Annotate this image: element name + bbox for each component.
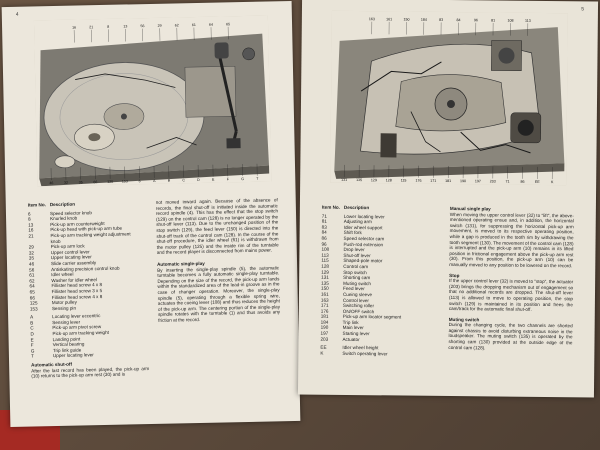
figure-callout-label: 163 <box>369 17 375 21</box>
list-item: K Switch operating lever <box>320 351 438 358</box>
figure-callout-label: 176 <box>415 179 421 183</box>
figure-callout-label: 83 <box>439 18 443 22</box>
item-description: Upper locating lever <box>52 352 94 359</box>
figure-callout-label: 184 <box>421 18 427 22</box>
figure-callout-label: 135 <box>356 178 362 182</box>
figure-callout-label: 29 <box>158 24 162 28</box>
figure-callout-label: 8 <box>107 25 109 29</box>
item-description: Switch operating lever <box>342 350 388 357</box>
figure-callout-label: C <box>182 178 185 182</box>
figure-callout-label: 64 <box>209 23 213 27</box>
left-page: 4 16 21 8 13 56 29 62 61 64 65 46 32 35 66 125 153 6 A B C D… <box>1 1 301 427</box>
figure-callout-label: 16 <box>72 26 76 30</box>
page-number: 5 <box>581 6 585 13</box>
figure-callout-label: 6 <box>139 179 141 183</box>
mechanism-drawing: 163 161 150 184 83 84 96 81 108 113 131 135 129 128 11… <box>330 10 568 186</box>
figure-callout-label: 108 <box>508 19 514 23</box>
figure-callout-label: 128 <box>386 178 392 182</box>
right-text-column: Manual single play When moving the upper… <box>448 206 574 352</box>
figure-callout-label: E <box>212 178 215 182</box>
turntable-drawing: 16 21 8 13 56 29 62 61 64 65 46 32 35 66 125 153 6 A B C D E F… <box>33 15 272 187</box>
section-text: During the changing cycle, the two chann… <box>448 322 573 351</box>
figure-callout-label: T <box>256 177 259 181</box>
figure-callout-label: EE <box>535 180 540 184</box>
figure-callout-label: 65 <box>226 22 230 26</box>
figure-callout-label: 62 <box>175 23 179 27</box>
item-description: Actuator <box>342 336 360 342</box>
figure-callout-label: 86 <box>520 180 524 184</box>
page-number: 4 <box>15 11 19 18</box>
figure-callout-label: 81 <box>491 18 495 22</box>
figure-callout-label: B <box>168 179 171 183</box>
figure-callout-label: 203 <box>490 179 496 183</box>
figure-callout-label: 66 <box>93 180 97 184</box>
figure-callout-label: 113 <box>525 19 531 23</box>
item-number: 203 <box>320 336 329 342</box>
item-number: T <box>30 353 34 359</box>
left-text-column: not moved inward again. Because of the a… <box>156 197 281 323</box>
turntable-mechanism-figure: 163 161 150 184 83 84 96 81 108 113 131 135 129 128 11… <box>330 10 568 186</box>
figure-callout-label: 21 <box>89 25 93 29</box>
section-text: By inserting the single-play spindle (5)… <box>157 264 281 323</box>
figure-callout-label: 131 <box>341 178 347 182</box>
figure-callout-label: 129 <box>371 178 377 182</box>
figure-callout-label: 197 <box>475 179 481 183</box>
figure-callout-label: 161 <box>386 17 392 21</box>
section-text: When moving the upper control lever (32)… <box>449 211 574 269</box>
figure-callout-label: 181 <box>445 179 451 183</box>
figure-callout-label: 96 <box>474 18 478 22</box>
item-number: K <box>320 350 324 356</box>
figure-callout-label: 153 <box>122 179 128 183</box>
figure-callout-label: 84 <box>457 18 461 22</box>
turntable-top-view-figure: 16 21 8 13 56 29 62 61 64 65 46 32 35 66 125 153 6 A B C D E F… <box>33 15 272 187</box>
section-text: After the last record has been played, t… <box>31 365 150 379</box>
figure-callout-label: 61 <box>192 23 196 27</box>
section-text: not moved inward again. Because of the a… <box>155 197 279 256</box>
figure-callout-label: G <box>241 177 244 181</box>
figure-callout-label: 35 <box>79 180 83 184</box>
item-number: 153 <box>29 306 38 312</box>
figure-callout-label: 171 <box>430 179 436 183</box>
figure-callout-label: 125 <box>107 180 113 184</box>
right-page: 5 163 161 150 184 83 84 96 81 108 113 131 135 129 128… <box>297 0 599 398</box>
figure-callout-label: 32 <box>64 181 68 185</box>
figure-callout-label: D <box>197 178 200 182</box>
figure-callout-label: 46 <box>49 181 53 185</box>
figure-callout-label: F <box>227 177 230 181</box>
figure-callout-label: 115 <box>401 179 407 183</box>
figure-callout-label: 56 <box>140 24 144 28</box>
figure-callout-label: 190 <box>460 179 466 183</box>
list-item: T Upper locating lever <box>31 352 149 360</box>
figure-callout-label: A <box>153 179 156 183</box>
figure-callout-label: 71 <box>506 180 510 184</box>
figure-callout-label: 13 <box>123 24 127 28</box>
figure-callout-label: K <box>551 180 554 184</box>
section-text: If the upper control lever (32) is moved… <box>448 278 574 312</box>
figure-callout-label: 150 <box>404 18 410 22</box>
